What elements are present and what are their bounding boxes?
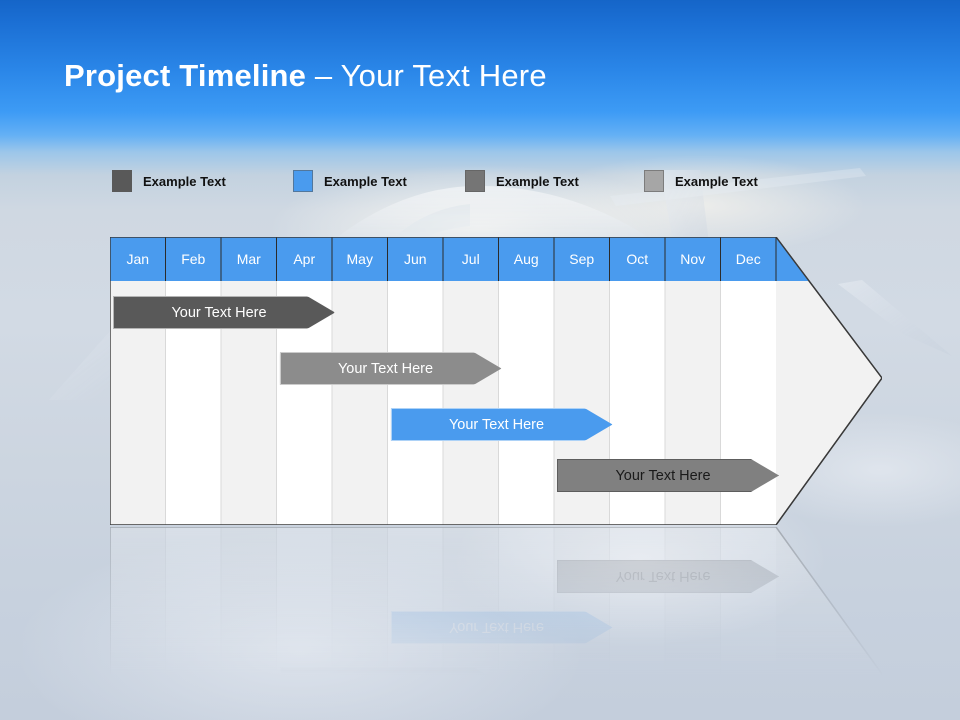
month-header-jul[interactable]: Jul	[461, 251, 480, 267]
legend-swatch-icon	[112, 170, 132, 192]
timeline-header-row	[110, 237, 810, 281]
legend-item-4[interactable]: Example Text	[644, 168, 758, 194]
legend-swatch-icon	[644, 170, 664, 192]
page-title-light: Your Text Here	[340, 58, 547, 93]
timeline-column-jun	[387, 281, 443, 525]
month-header-jun[interactable]: Jun	[403, 251, 427, 267]
task-bar-label: Your Text Here	[448, 416, 545, 433]
timeline-column-aug	[498, 281, 554, 525]
month-header-jan[interactable]: Jan	[126, 251, 150, 267]
task-bar-4: Your Text Here	[557, 560, 779, 593]
month-header-dec[interactable]: Dec	[735, 251, 761, 267]
task-bar-label: Your Text Here	[171, 304, 267, 321]
task-bar-4[interactable]: Your Text Here	[557, 459, 779, 492]
month-header-may[interactable]: May	[346, 251, 373, 267]
task-bar-1[interactable]: Your Text Here	[113, 296, 335, 329]
legend-item-3[interactable]: Example Text	[465, 168, 579, 194]
page-title: Project Timeline – Your Text Here	[64, 58, 547, 94]
legend-item-label: Example Text	[143, 173, 226, 189]
legend-item-label: Example Text	[675, 173, 758, 189]
timeline-arrow-outline	[110, 237, 882, 525]
legend-item-label: Example Text	[324, 173, 407, 189]
month-header-nov[interactable]: Nov	[680, 251, 706, 267]
legend-swatch-icon	[293, 170, 313, 192]
timeline-arrow-outline	[110, 527, 882, 720]
timeline-column-jul	[443, 281, 499, 525]
task-bar-3: Your Text Here	[391, 611, 613, 644]
month-header-aug[interactable]: Aug	[513, 251, 539, 267]
month-header-apr[interactable]: Apr	[293, 251, 316, 267]
legend-item-1[interactable]: Example Text	[112, 168, 226, 194]
page-title-bold: Project Timeline	[64, 58, 307, 93]
task-bar-2[interactable]: Your Text Here	[279, 352, 502, 385]
timeline-arrow-body	[110, 527, 882, 720]
legend-item-label: Example Text	[496, 173, 579, 189]
month-header-mar[interactable]: Mar	[236, 251, 261, 267]
month-header-oct[interactable]: Oct	[626, 251, 649, 267]
task-bar-label: Your Text Here	[448, 619, 545, 636]
legend-swatch-icon	[465, 170, 485, 192]
task-bar-label: Your Text Here	[337, 360, 434, 377]
legend: Example Text Example Text Example Text Exam…	[112, 168, 812, 194]
page-title-separator: –	[306, 58, 341, 93]
month-header-sep[interactable]: Sep	[569, 251, 595, 267]
chart-reflection: JanFebMarAprMayJunJulAugSepOctNovDecYour…	[110, 527, 882, 720]
task-bar-label: Your Text Here	[615, 467, 711, 484]
timeline-column-may	[332, 281, 388, 525]
task-bar-label: Your Text Here	[615, 568, 711, 585]
legend-item-2[interactable]: Example Text	[293, 168, 407, 194]
month-header-feb[interactable]: Feb	[181, 251, 206, 267]
task-bar-3[interactable]: Your Text Here	[390, 408, 613, 441]
